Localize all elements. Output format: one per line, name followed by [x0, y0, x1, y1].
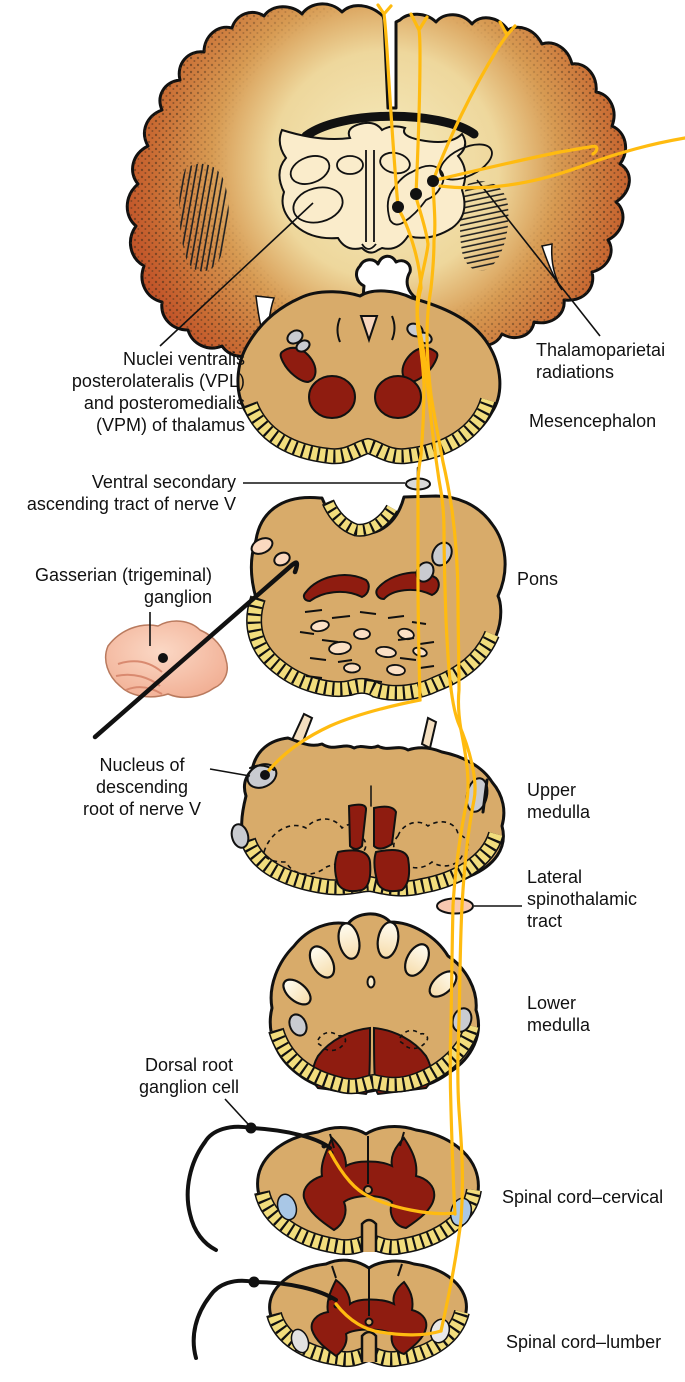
ascending-fiber-tract: [260, 3, 685, 1337]
label-pons: Pons: [517, 569, 559, 589]
red-nucleus: [308, 375, 422, 419]
dorsal-root-cervical: [185, 1098, 334, 1252]
fiber-cervical-crossing: [328, 1150, 457, 1216]
anterior-fissure-lumbar: [360, 1330, 378, 1362]
vpl-leader-line: [159, 202, 314, 347]
cerebellar-peduncle-right: [420, 716, 438, 750]
label-mesencephalon: Mesencephalon: [529, 411, 657, 431]
pontine-nuclei-texture: [299, 609, 435, 683]
spinothalamic-tract-pons: [415, 541, 453, 583]
mesencephalon-section: [236, 289, 502, 465]
label-thalamoparietal-radiations: Thalamoparietai radiations: [536, 340, 666, 382]
dorsal-column-nuclei: [282, 921, 458, 1006]
label-lower-medulla: Lower medulla: [527, 993, 591, 1035]
label-ventral-secondary-tract: Ventral secondary ascending tract of ner…: [26, 472, 236, 514]
label-vpl-vpm-nuclei: Nuclei ventralis posterolateralis (VPL) …: [71, 349, 245, 435]
gray-matter-lumbar: [310, 1278, 428, 1358]
medial-lemniscus-medulla: [334, 803, 411, 893]
sylvian-fissure-right: [541, 243, 563, 291]
hatch-left: [179, 163, 229, 272]
thalamoparietal-leader-line: [476, 179, 601, 337]
fiber-trigeminal-secondary: [264, 208, 426, 776]
dorsal-root-leader-line: [224, 1098, 249, 1125]
cerebral-aqueduct: [336, 315, 396, 344]
label-spinal-cord-cervical: Spinal cord–cervical: [502, 1187, 664, 1207]
trigeminal-nuclei-pons: [250, 537, 291, 567]
nucleus-descending-leader-line: [209, 768, 251, 777]
ventral-secondary-tract-marker: [243, 466, 431, 491]
lower-medulla-section: [268, 912, 480, 1096]
label-upper-medulla: Upper medulla: [527, 780, 591, 822]
synapse-dots: [260, 175, 439, 780]
upper-medulla-section: [209, 712, 506, 897]
lateral-spinothalamic-marker: [436, 897, 522, 915]
label-lateral-spinothalamic-tract: Lateral spinothalamic tract: [527, 867, 638, 931]
trigeminal-nerve-line: [92, 560, 300, 740]
cervical-cord-section: [254, 1125, 482, 1256]
cerebrum-section: [125, 2, 631, 358]
fiber-main-2: [425, 182, 470, 1216]
label-dorsal-root-ganglion-cell: Dorsal root ganglion cell: [138, 1055, 240, 1097]
spinothalamic-tract-lumbar-left: [290, 1328, 310, 1354]
gasserian-ganglion-art: [92, 560, 300, 740]
dorsal-root-ganglion-dot-lumbar: [248, 1276, 260, 1288]
label-gasserian-ganglion: Gasserian (trigeminal) ganglion: [34, 565, 212, 607]
lumbar-cord-section: [266, 1258, 470, 1368]
fiber-lumbar-crossing: [334, 1302, 443, 1337]
spinothalamic-tract-cervical-left: [276, 1193, 298, 1221]
central-canal-lower-medulla: [366, 975, 376, 989]
label-spinal-cord-lumbar: Spinal cord–lumber: [506, 1332, 662, 1352]
label-nucleus-descending-root: Nucleus of descending root of nerve V: [82, 755, 202, 819]
gasserian-ganglion-cell-dot: [158, 653, 168, 663]
anterior-fissure-cervical: [360, 1218, 378, 1252]
dorsal-root-ganglion-dot-cervical: [245, 1122, 257, 1134]
thalamoparietal-fibers: [376, 3, 685, 209]
pons-section: [246, 494, 507, 701]
